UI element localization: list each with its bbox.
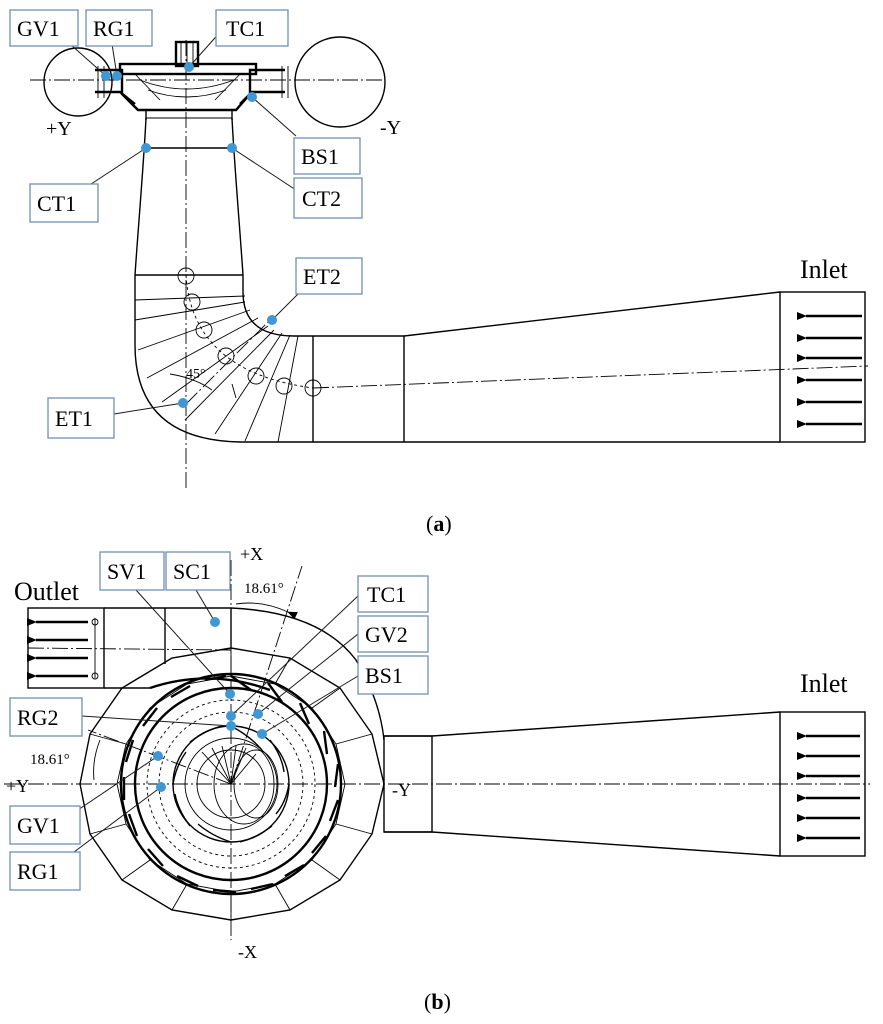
- axis-plus-x-b: +X: [240, 544, 263, 564]
- panel-b-leaders: [65, 589, 359, 859]
- label-tc1-b: TC1: [357, 575, 429, 613]
- draft-tube-outer-wall: [134, 117, 313, 443]
- label-rg1-a: RG1: [85, 9, 153, 47]
- panel-b-markers: [153, 617, 267, 792]
- svg-text:BS1: BS1: [301, 144, 339, 169]
- label-ct2-a: CT2: [293, 177, 363, 219]
- svg-text:SC1: SC1: [173, 559, 211, 584]
- label-et1-a: ET1: [47, 397, 115, 439]
- runner-hub-lines: [201, 745, 257, 785]
- label-bs1-b: BS1: [357, 655, 429, 695]
- angle-label-left: 18.61°: [30, 752, 70, 768]
- axis-plus-y-a: +Y: [46, 118, 72, 140]
- label-gv1-a: GV1: [9, 9, 79, 47]
- label-sv1-b: SV1: [99, 551, 165, 591]
- elbow-segments: [134, 301, 299, 443]
- right-circle: [294, 36, 386, 128]
- panel-b-diagram: [4, 560, 870, 940]
- svg-text:GV1: GV1: [17, 16, 60, 41]
- svg-text:BS1: BS1: [365, 663, 403, 688]
- svg-text:TC1: TC1: [367, 582, 406, 607]
- outlet-arrows: [27, 618, 88, 680]
- label-ct1-a: CT1: [29, 183, 99, 223]
- inlet-arrows-a: [797, 312, 862, 428]
- panel-a-leaders: [69, 29, 303, 415]
- axis-minus-y-a: -Y: [380, 117, 401, 139]
- axis-plus-y-b: +Y: [6, 776, 29, 796]
- caption-b: (b): [424, 989, 451, 1014]
- label-rg2-b: RG2: [9, 697, 83, 737]
- panel-a-diagram: [30, 36, 869, 488]
- inlet-label-b: Inlet: [800, 669, 848, 698]
- svg-text:ET1: ET1: [55, 406, 93, 431]
- svg-text:RG1: RG1: [17, 859, 59, 884]
- runner-blades: [172, 725, 290, 843]
- casing-radial-segments: [89, 648, 373, 920]
- label-tc1-a: TC1: [215, 9, 289, 47]
- guide-vane-ring-outer: [119, 672, 343, 896]
- svg-text:CT2: CT2: [302, 186, 341, 211]
- label-rg1-b: RG1: [9, 851, 81, 891]
- label-gv2-b: GV2: [357, 615, 429, 653]
- inlet-arrows-b: [797, 732, 860, 842]
- label-et2-a: ET2: [295, 257, 363, 295]
- svg-text:RG2: RG2: [17, 705, 59, 730]
- left-circle: [43, 47, 113, 117]
- svg-text:RG1: RG1: [93, 16, 135, 41]
- svg-text:GV1: GV1: [17, 813, 60, 838]
- svg-text:ET2: ET2: [303, 264, 341, 289]
- inlet-label-a: Inlet: [800, 255, 848, 284]
- svg-text:TC1: TC1: [226, 16, 265, 41]
- svg-text:GV2: GV2: [365, 622, 408, 647]
- label-sc1-b: SC1: [165, 551, 231, 591]
- label-gv1-b: GV1: [9, 805, 81, 845]
- head-section: [95, 40, 289, 120]
- axis-minus-y-b: -Y: [392, 780, 411, 800]
- inlet-box-a: [779, 291, 866, 443]
- panel-a-markers: [101, 62, 277, 408]
- angle-label-right: 18.61°: [244, 581, 284, 597]
- svg-text:SV1: SV1: [107, 559, 146, 584]
- outlet-label: Outlet: [14, 577, 80, 606]
- label-bs1-a: BS1: [293, 137, 361, 175]
- svg-text:CT1: CT1: [37, 191, 76, 216]
- caption-a: (a): [426, 511, 452, 536]
- axis-minus-x-b: -X: [238, 942, 257, 962]
- inlet-box-b: [779, 711, 866, 857]
- elbow-arc: [185, 274, 314, 389]
- angle-45-label: 45°: [186, 367, 206, 382]
